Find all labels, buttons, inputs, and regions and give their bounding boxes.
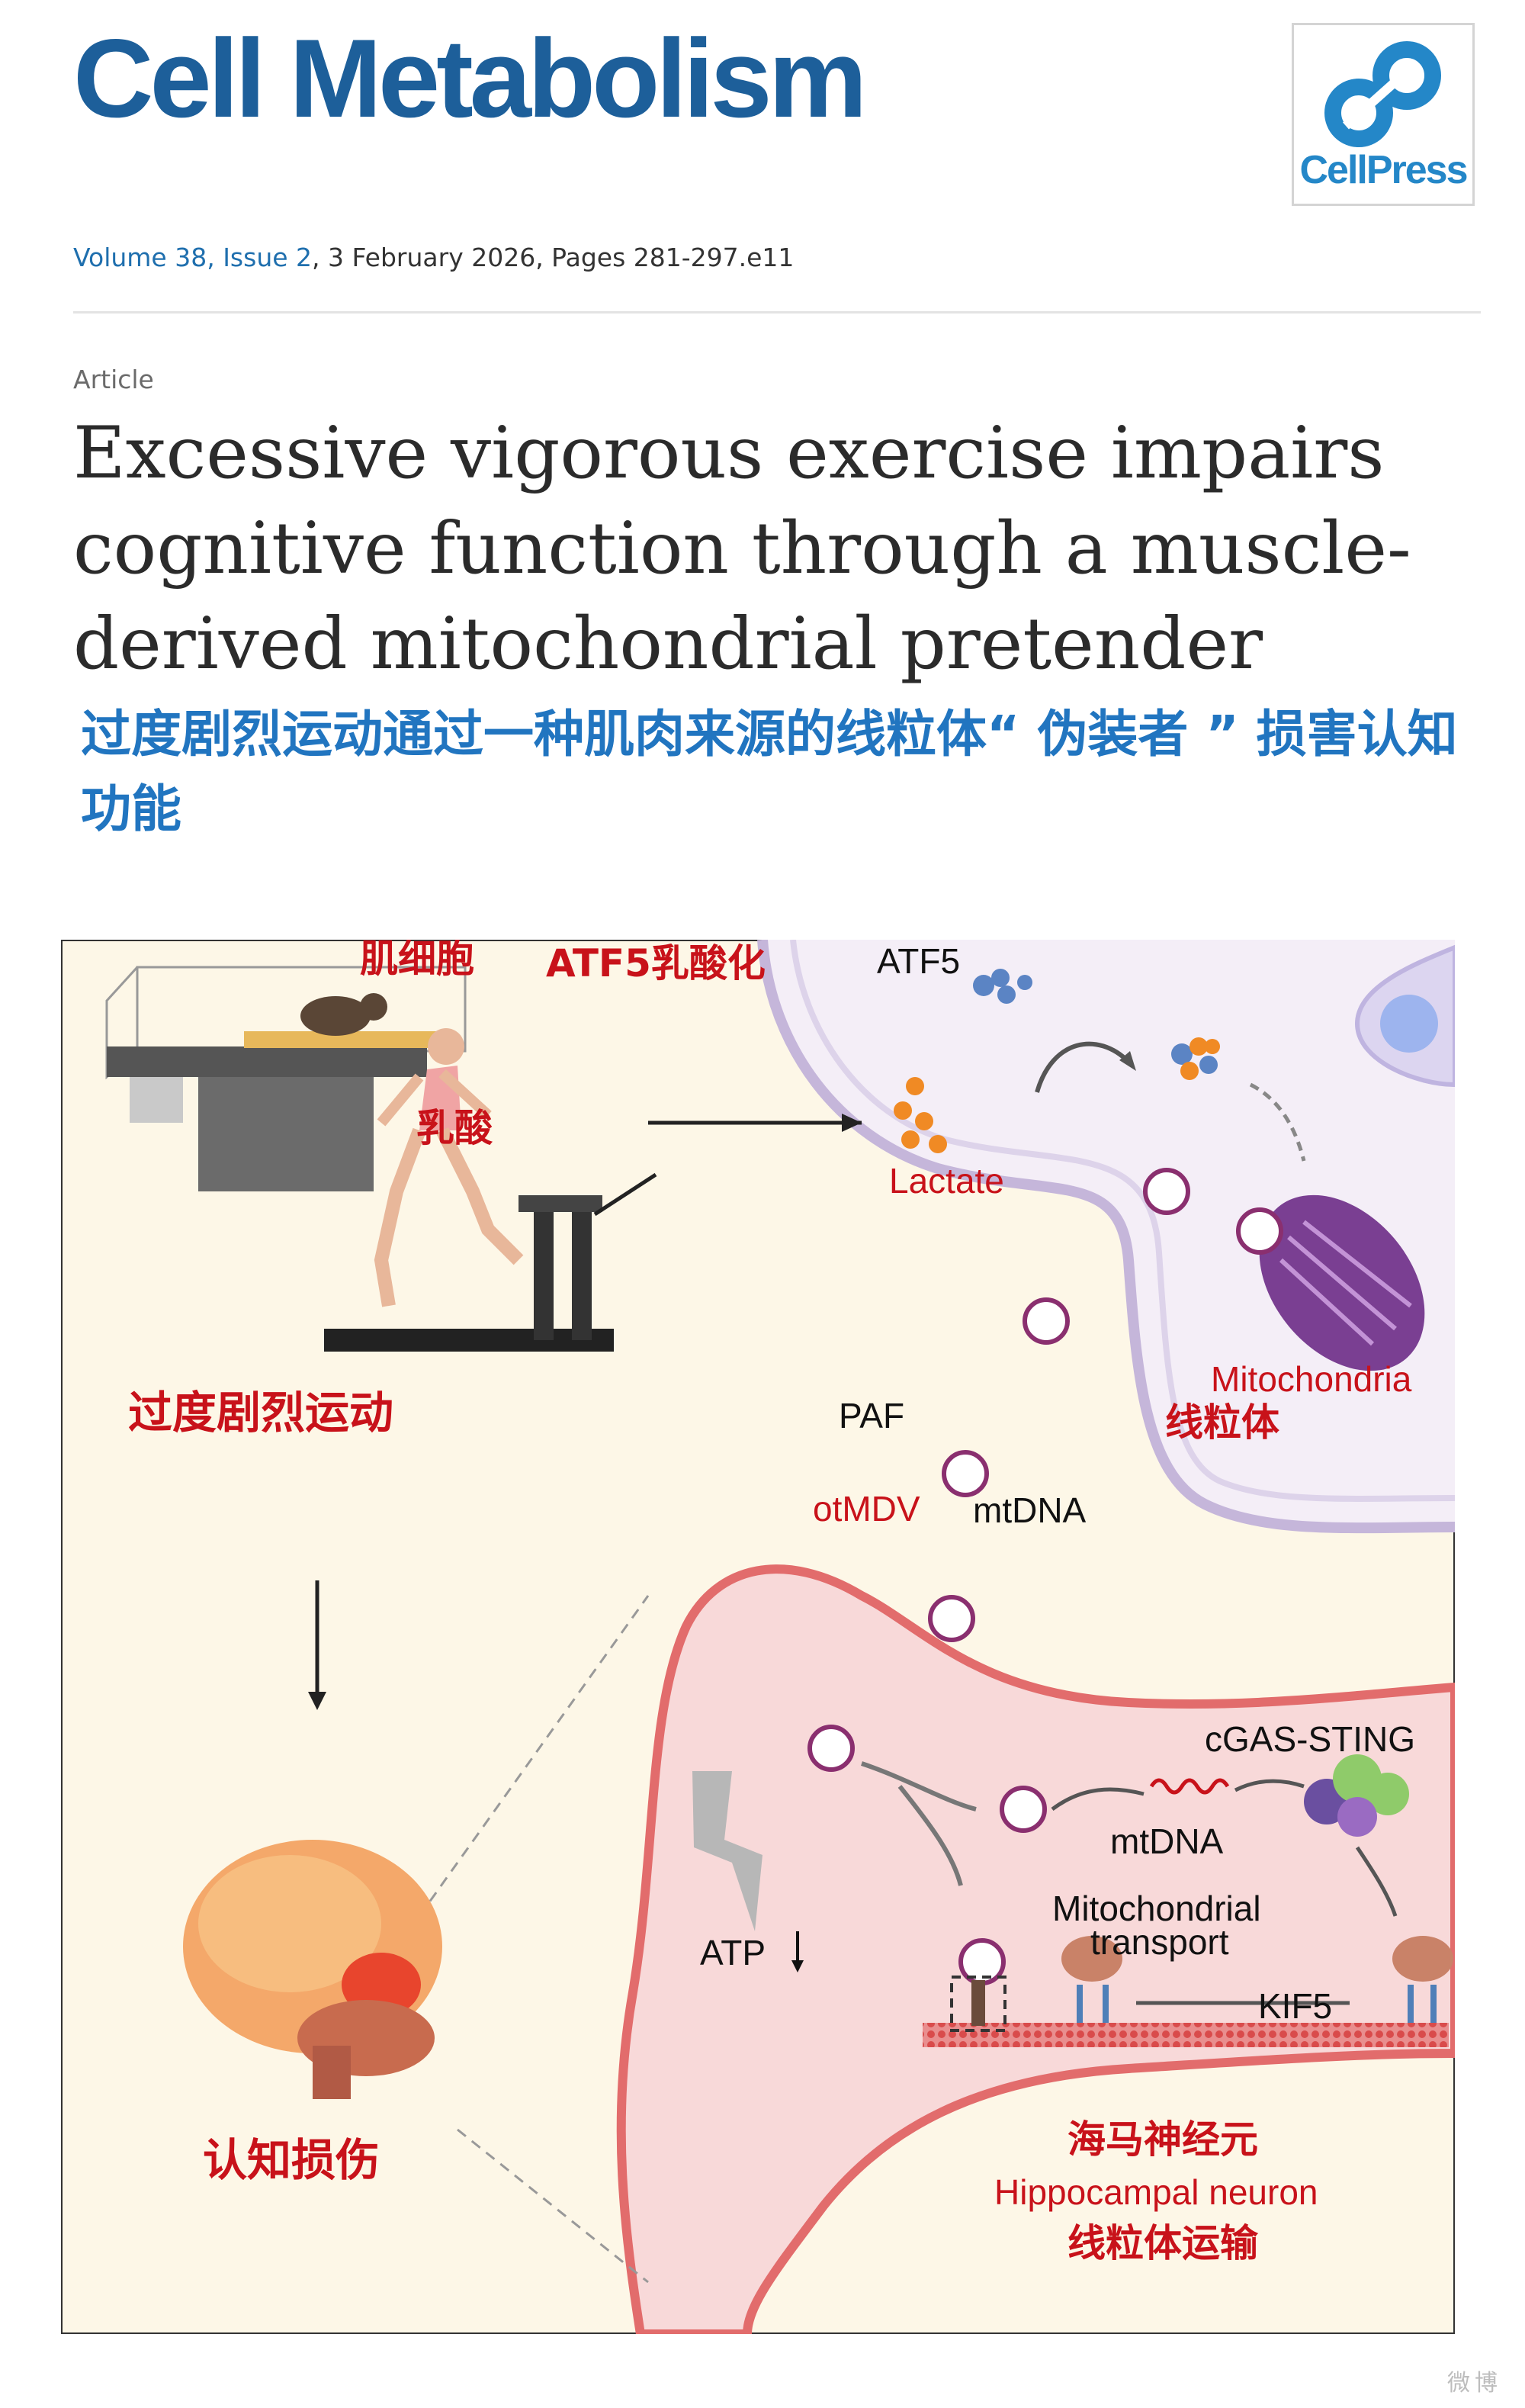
citation-details: , 3 February 2026, Pages 281-297.e11: [312, 243, 795, 272]
neuron-mitochondrion-right: [1392, 1936, 1453, 1982]
neuron-mitochondrion-left: [1061, 1936, 1122, 1982]
label-kif5: KIF5: [1258, 1986, 1332, 2026]
arrow-to-mitochondria: [1249, 1082, 1306, 1162]
arrow-neuron-2: [897, 1785, 963, 1886]
kif5-right: [1408, 1985, 1437, 2023]
mtdna-strand: [1149, 1778, 1230, 1795]
label-excessive-exercise: 过度剧烈运动: [128, 1387, 393, 1439]
muscle-cell: [762, 940, 1455, 1529]
blocked-transport-box: [950, 1976, 1006, 2032]
nucleolus: [1380, 995, 1438, 1053]
kif5-left: [1077, 1985, 1109, 2023]
arrow-neuron-1: [861, 1761, 977, 1812]
atf5-lactylated: [1171, 1037, 1220, 1080]
arrow-lactylation: [1035, 1041, 1131, 1093]
label-mito-transport-1: Mitochondrial: [1052, 1889, 1261, 1928]
label-lactic-acid: 乳酸: [416, 1106, 493, 1150]
graphical-abstract: 肌细胞 ATF5乳酸化 乳酸 过度剧烈运动 线粒体 认知损伤 海马神经元 线粒体…: [61, 940, 1455, 2334]
arrow-exercise-diagonal: [593, 1172, 657, 1217]
cellpress-logo-text: CellPress: [1299, 148, 1468, 192]
volume-issue-link[interactable]: Volume 38, Issue 2: [73, 243, 313, 272]
arrow-to-cgas: [1234, 1779, 1305, 1792]
label-hippocampal-cn: 海马神经元: [1068, 2117, 1258, 2162]
label-mito-transport-cn: 线粒体运输: [1068, 2221, 1259, 2265]
label-mitochondria-cn: 线粒体: [1165, 1400, 1279, 1445]
journal-title[interactable]: Cell Metabolism: [73, 16, 867, 140]
label-cgas-sting: cGAS-STING: [1205, 1719, 1415, 1759]
microtubule-track: [923, 2023, 1449, 2047]
zoom-line-bottom: [457, 2128, 649, 2284]
article-type: Article: [73, 365, 154, 394]
label-mtdna-top: mtDNA: [973, 1490, 1087, 1530]
muscle-membrane-inner: [790, 940, 1455, 1502]
cellpress-link-icon: [1324, 41, 1441, 147]
label-paf: PAF: [839, 1396, 904, 1435]
label-cognitive-impairment: 认知损伤: [203, 2134, 380, 2186]
label-hippocampal-en: Hippocampal neuron: [994, 2172, 1318, 2212]
label-muscle-cell: 肌细胞: [360, 940, 474, 981]
citation-line: Volume 38, Issue 2, 3 February 2026, Pag…: [73, 243, 794, 272]
label-mtdna-neuron: mtDNA: [1110, 1821, 1224, 1861]
watermark: 微博: [1447, 2370, 1502, 2397]
label-lactate: Lactate: [889, 1161, 1004, 1201]
label-atf5-lactylation: ATF5乳酸化: [546, 941, 766, 985]
label-mitochondria-en: Mitochondria: [1211, 1359, 1412, 1399]
label-otmdv: otMDV: [813, 1489, 920, 1529]
article-title: Excessive vigorous exercise impairs cogn…: [73, 412, 1411, 686]
label-atp: ATP: [700, 1933, 766, 1972]
mdv-vesicles: [807, 1168, 1283, 1985]
lactate-molecules: [894, 1077, 947, 1153]
runner-treadmill-illustration: [324, 1028, 614, 1352]
label-atf5: ATF5: [877, 941, 960, 981]
arrow-to-mtdna: [1051, 1787, 1145, 1812]
label-mito-transport-2: transport: [1090, 1922, 1229, 1962]
brain-illustration: [183, 1840, 442, 2099]
mouse-treadmill-illustration: [105, 966, 467, 1191]
mitochondrion-illustration: [1259, 1194, 1425, 1371]
header-divider: [73, 311, 1481, 313]
atf5-protein: [973, 969, 1032, 1004]
article-title-translation: 过度剧烈运动通过一种肌肉来源的线粒体“ 伪装者 ” 损害认知功能: [81, 705, 1458, 838]
arrow-cgas-to-mito: [1355, 1846, 1398, 1917]
cellpress-logo[interactable]: CellPress: [1292, 23, 1475, 206]
cgas-sting-complex: [1304, 1754, 1409, 1837]
lightning-atp: [692, 1771, 762, 1931]
